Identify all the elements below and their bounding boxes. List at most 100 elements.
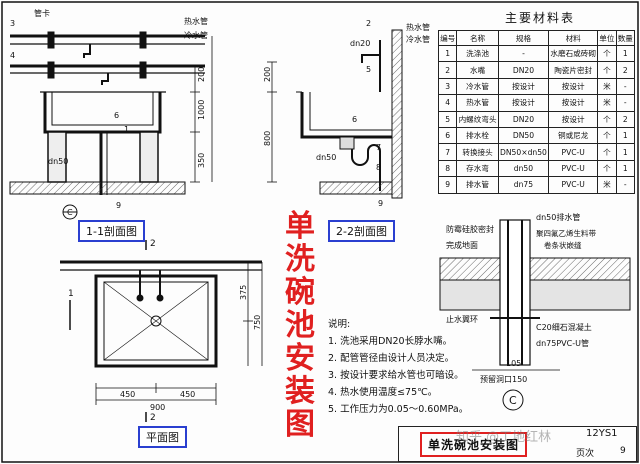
material-table-cell: 米 — [597, 94, 617, 112]
big-vertical-title: 单 洗 碗 池 安 装 图 — [278, 210, 322, 441]
material-table-cell: 5 — [437, 110, 458, 128]
material-table-cell: 排水管 — [456, 176, 499, 194]
title-char-7: 图 — [285, 407, 315, 442]
callout-7: 7 — [376, 143, 381, 152]
material-table-cell: 个 — [597, 61, 617, 79]
label-pipe-clamp: 管卡 — [34, 8, 50, 18]
material-table-cell: 个 — [597, 126, 617, 145]
section-1-1-label: 1-1剖面图 — [78, 220, 145, 242]
callout-4: 4 — [10, 51, 15, 60]
header-cell: 单位 — [597, 30, 617, 46]
header-cell: 材料 — [548, 30, 599, 46]
label-water-stop-ring: 止水翼环 — [446, 314, 478, 324]
plan-view-drawing — [60, 240, 263, 422]
label-mildew-seal: 防霉硅胶密封 — [446, 224, 494, 234]
title-char-5: 安 — [285, 341, 315, 376]
title-block-page-label: 页次 — [576, 449, 595, 459]
callout-2-s2: 2 — [366, 19, 371, 28]
detail-c-title: C — [509, 394, 517, 407]
title-block-page-number: 9 — [620, 446, 626, 456]
detail-c-drawing — [439, 219, 631, 411]
material-table-cell: 按设计 — [497, 77, 550, 96]
section-1-1-drawing — [9, 31, 213, 220]
material-table-cell: 转换接头 — [456, 143, 499, 161]
material-table-cell: 个 — [597, 44, 617, 63]
detail-c-marker-1: C — [67, 208, 73, 217]
label-c20-concrete: C20细石混凝土 — [536, 322, 592, 332]
material-table-cell: 1 — [615, 143, 636, 161]
material-table-cell: 1 — [437, 44, 458, 63]
material-table-cell: 洗涤池 — [456, 44, 499, 63]
label-dn50-1: dn50 — [48, 157, 68, 166]
material-table-cell: dn50 — [497, 159, 550, 178]
material-table-cell: DN50×dn50 — [497, 143, 550, 161]
title-char-2: 洗 — [285, 242, 315, 277]
material-table-cell: 9 — [437, 176, 458, 194]
material-table-cell: 水磨石或砖砌 — [548, 44, 599, 63]
material-table-title: 主要材料表 — [505, 11, 576, 25]
notes-block: 说明: 1. 洗池采用DN20长脖水嘴。 2. 配管管径由设计人员决定。 3. … — [328, 316, 468, 418]
dim-200-1: 200 — [197, 67, 206, 82]
material-table-cell: - — [497, 44, 550, 63]
material-table-cell: DN20 — [497, 61, 550, 79]
dim-450-a: 450 — [120, 390, 135, 399]
note-item: 3. 按设计要求给水管也可暗设。 — [328, 370, 464, 381]
header-cell: 编号 — [437, 30, 458, 46]
callout-1: 1 — [124, 125, 129, 134]
watermark-text: 知乎 @工地红林 — [456, 430, 552, 445]
dim-900: 900 — [150, 403, 165, 412]
material-table-cell: 按设计 — [548, 77, 599, 96]
material-table-cell: 按设计 — [548, 94, 599, 112]
label-reserved-hole: 预留洞口150 — [480, 374, 527, 384]
note-item: 1. 洗池采用DN20长脖水嘴。 — [328, 336, 453, 347]
title-block-name: 单洗碗池安装图 — [420, 432, 528, 457]
dim-375: 375 — [239, 285, 248, 300]
material-table-cell: DN20 — [497, 110, 550, 128]
label-ptfe-tape: 聚四氟乙烯生料带 — [536, 228, 596, 238]
section-marker-2-bottom: 2 — [150, 413, 156, 423]
material-table-cell: PVC-U — [548, 159, 599, 178]
callout-3: 3 — [10, 19, 15, 28]
material-table-cell: 个 — [597, 143, 617, 161]
material-table-cell: 7 — [437, 143, 458, 161]
material-table-cell: 铜或尼龙 — [548, 126, 599, 145]
material-table-cell: - — [615, 77, 636, 96]
label-dn50-2: dn50 — [316, 153, 336, 162]
material-table-cell: - — [615, 94, 636, 112]
header-cell: 数量 — [615, 30, 636, 46]
dim-1000: 1000 — [197, 100, 206, 120]
callout-6: 6 — [114, 111, 119, 120]
material-table-cell: - — [615, 176, 636, 194]
material-table-cell: 米 — [597, 176, 617, 194]
material-table-cell: 冷水管 — [456, 77, 499, 96]
callout-6-s2: 6 — [352, 115, 357, 124]
plan-view-label: 平面图 — [138, 426, 187, 448]
title-char-3: 碗 — [285, 275, 315, 310]
notes-heading: 说明: — [328, 319, 351, 330]
section-2-2-label: 2-2剖面图 — [328, 220, 395, 242]
material-table-cell: 水嘴 — [456, 61, 499, 79]
material-table-cell: 2 — [615, 110, 636, 128]
material-table-cell: dn75 — [497, 176, 550, 194]
material-table-cell: PVC-U — [548, 143, 599, 161]
material-table-cell: 陶瓷片密封 — [548, 61, 599, 79]
dim-350: 350 — [197, 153, 206, 168]
material-table-cell: 存水弯 — [456, 159, 499, 178]
section-2-2-drawing — [267, 29, 403, 199]
material-table-cell: 米 — [597, 77, 617, 96]
label-tape-wrap: 卷条状嵌缝 — [544, 240, 582, 250]
material-table-header: 编号 名称 规格 材料 单位 数量 — [437, 30, 636, 46]
callout-9-s2: 9 — [378, 199, 383, 208]
dim-200-2: 200 — [263, 67, 272, 82]
callout-8: 8 — [376, 163, 381, 172]
label-finished-floor: 完成地面 — [446, 240, 478, 250]
material-table-cell: 内螺纹弯头 — [456, 110, 499, 128]
